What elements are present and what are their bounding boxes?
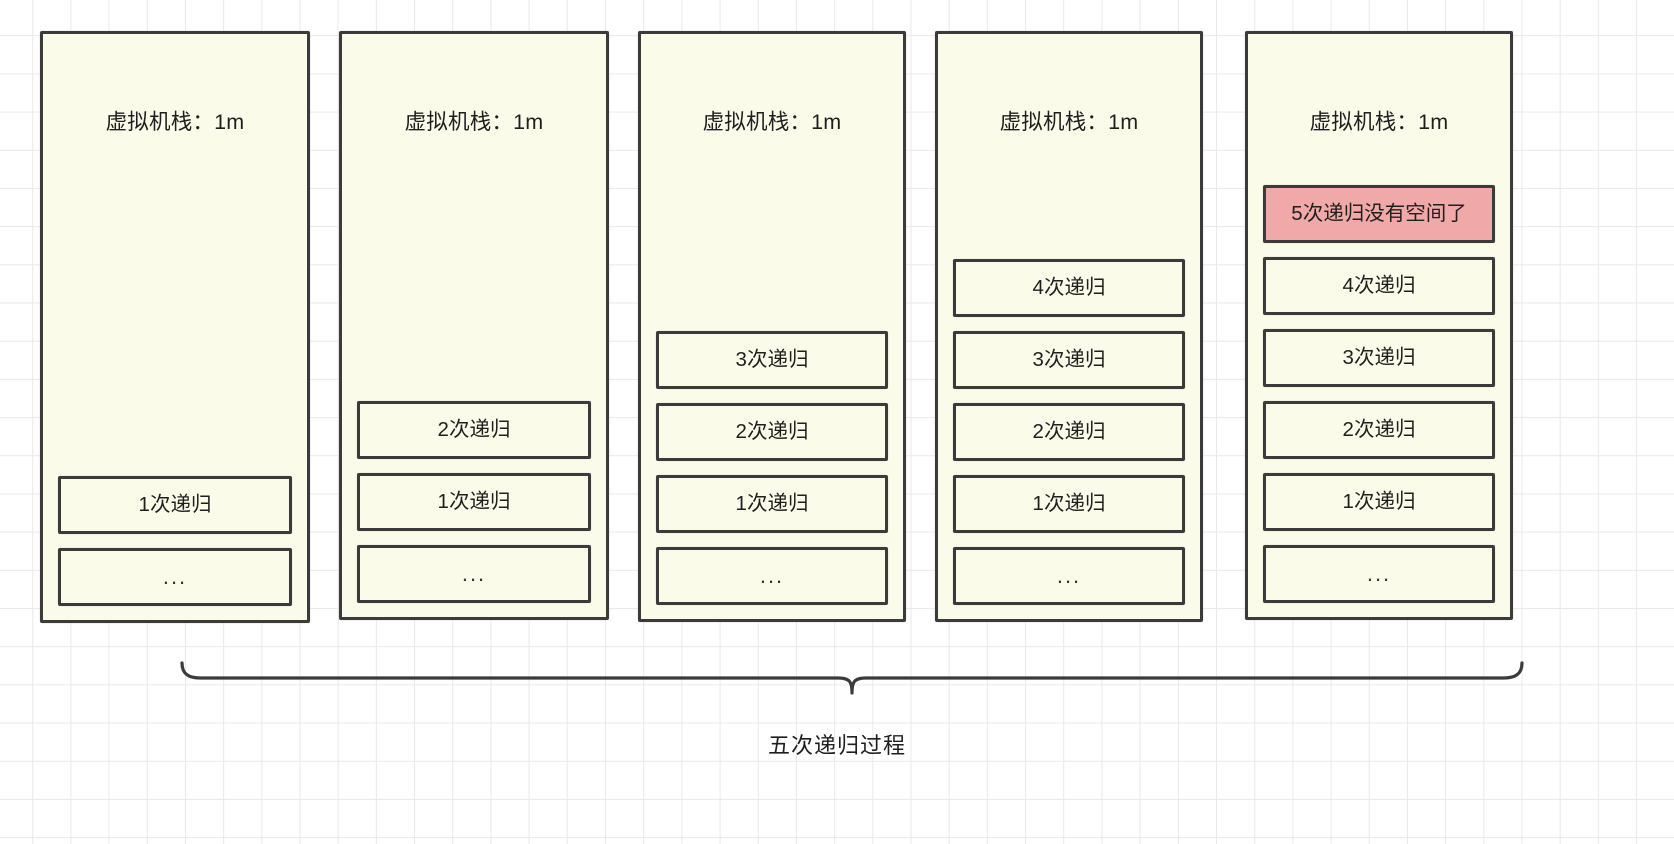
stack-column-3[interactable]: 虚拟机栈：1m 3次递归 2次递归 1次递归 ... (638, 31, 906, 622)
stack-frame[interactable]: 1次递归 (1263, 473, 1495, 531)
diagram-caption: 五次递归过程 (767, 733, 906, 758)
stack-title-2: 虚拟机栈：1m (404, 110, 544, 134)
stack-frame-ellipsis[interactable]: ... (953, 547, 1185, 605)
stack-frame[interactable]: 3次递归 (1263, 329, 1495, 387)
stack-title-1: 虚拟机栈：1m (105, 110, 245, 134)
frame-list-2: 2次递归 1次递归 ... (357, 401, 591, 603)
stack-frame[interactable]: 2次递归 (656, 403, 888, 461)
stack-frame[interactable]: 1次递归 (953, 475, 1185, 533)
stack-title-5: 虚拟机栈：1m (1309, 110, 1449, 134)
group-brace (0, 630, 1674, 710)
stack-frame[interactable]: 3次递归 (953, 331, 1185, 389)
stack-frame[interactable]: 4次递归 (953, 259, 1185, 317)
stack-frame[interactable]: 4次递归 (1263, 257, 1495, 315)
stack-column-1[interactable]: 虚拟机栈：1m 1次递归 ... (40, 31, 310, 623)
stack-title-3: 虚拟机栈：1m (702, 110, 842, 134)
stack-frame-ellipsis[interactable]: ... (357, 545, 591, 603)
stack-frame-ellipsis[interactable]: ... (1263, 545, 1495, 603)
stack-frame-ellipsis[interactable]: ... (656, 547, 888, 605)
stack-frame[interactable]: 2次递归 (1263, 401, 1495, 459)
stack-column-2[interactable]: 虚拟机栈：1m 2次递归 1次递归 ... (339, 31, 609, 620)
frame-list-1: 1次递归 ... (58, 476, 292, 606)
stack-column-4[interactable]: 虚拟机栈：1m 4次递归 3次递归 2次递归 1次递归 ... (935, 31, 1203, 622)
stack-frame[interactable]: 2次递归 (357, 401, 591, 459)
stack-frame-overflow[interactable]: 5次递归没有空间了 (1263, 185, 1495, 243)
frame-list-5: 5次递归没有空间了 4次递归 3次递归 2次递归 1次递归 ... (1263, 185, 1495, 603)
stack-column-5[interactable]: 虚拟机栈：1m 5次递归没有空间了 4次递归 3次递归 2次递归 1次递归 ..… (1245, 31, 1513, 620)
stack-frame[interactable]: 2次递归 (953, 403, 1185, 461)
stack-frame-ellipsis[interactable]: ... (58, 548, 292, 606)
stack-title-4: 虚拟机栈：1m (999, 110, 1139, 134)
stack-frame[interactable]: 3次递归 (656, 331, 888, 389)
frame-list-3: 3次递归 2次递归 1次递归 ... (656, 331, 888, 605)
stack-frame[interactable]: 1次递归 (357, 473, 591, 531)
stack-frame[interactable]: 1次递归 (656, 475, 888, 533)
frame-list-4: 4次递归 3次递归 2次递归 1次递归 ... (953, 259, 1185, 605)
stack-frame[interactable]: 1次递归 (58, 476, 292, 534)
